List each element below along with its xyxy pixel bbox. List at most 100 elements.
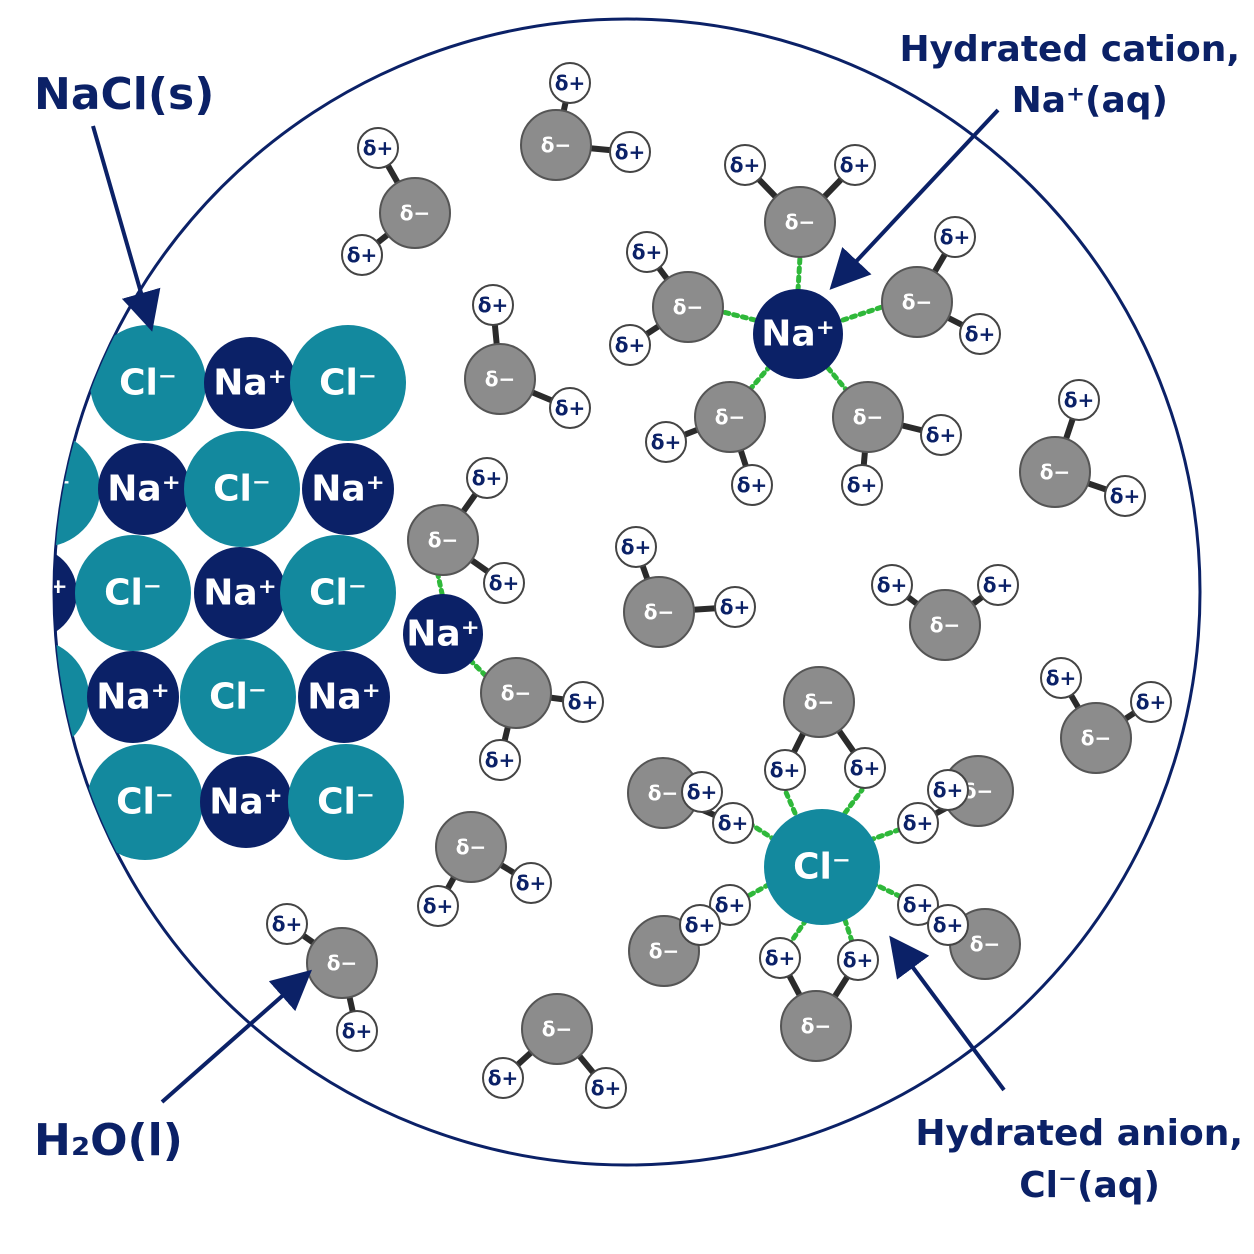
lattice-ion-cl: Cl⁻: [90, 325, 206, 441]
hydrogen-atom: [341, 234, 383, 276]
partial-positive-charge: δ+: [840, 153, 871, 177]
lattice-ion-cl: Cl⁻: [180, 639, 296, 755]
water-molecule: δ−δ+δ+: [615, 526, 756, 648]
lattice-ion-na: Na⁺: [298, 651, 390, 743]
partial-negative-charge: δ−: [400, 201, 431, 225]
partial-positive-charge: δ+: [877, 573, 908, 597]
hydrogen-atom: [466, 457, 508, 499]
sodium-ion-symbol: Na⁺: [213, 363, 286, 404]
hydrogen-atom: [927, 904, 969, 946]
hydrogen-atom: [681, 771, 723, 813]
hydrated-ions: Na⁺Na⁺Cl⁻: [403, 289, 880, 925]
partial-positive-charge: δ+: [632, 240, 663, 264]
hydrogen-atom: [472, 284, 514, 326]
lattice-edge-ion: Na⁺: [54, 547, 77, 639]
partial-positive-charge: δ+: [687, 780, 718, 804]
hydrated-anion-arrow: [889, 935, 1006, 1092]
oxygen-atom: [694, 381, 766, 453]
annotations: NaCl(s) H₂O(l) Hydrated cation, Na⁺(aq) …: [34, 29, 1243, 1206]
hydrogen-atom: [934, 216, 976, 258]
hydrogen-atom: [764, 749, 806, 791]
partial-negative-charge: δ−: [542, 1017, 573, 1041]
water-molecule: δ−δ+δ+: [341, 127, 451, 276]
water-molecule: δ−δ+δ+: [881, 216, 1001, 355]
water-arrow: [160, 969, 312, 1104]
hydrogen-atom: [417, 885, 459, 927]
chloride-ion-symbol: Cl⁻: [209, 677, 267, 718]
oxygen-atom: [1060, 702, 1132, 774]
chloride-ion-sphere: [290, 325, 406, 441]
hydrogen-atom: [834, 144, 876, 186]
hydrogen-atom: [679, 904, 721, 946]
hydrogen-atom: [897, 802, 939, 844]
ion-dipole-attraction: [840, 304, 885, 323]
chloride-ion-symbol: Cl⁻: [116, 782, 174, 823]
lattice-ion-na: Na⁺: [87, 651, 179, 743]
oxygen-atom: [764, 186, 836, 258]
water-molecule: δ−δ+δ+: [627, 757, 754, 844]
hydrogen-atom: [837, 939, 879, 981]
partial-positive-charge: δ+: [903, 893, 934, 917]
chloride-ion-sphere: [75, 535, 191, 651]
partial-positive-charge: δ+: [342, 1019, 373, 1043]
water-molecule: δ−δ+δ+: [832, 381, 962, 506]
partial-negative-charge: δ−: [673, 295, 704, 319]
partial-negative-charge: δ−: [785, 210, 816, 234]
ion-dipole-attraction: [795, 254, 803, 293]
partial-negative-charge: δ−: [801, 1014, 832, 1038]
partial-positive-charge: δ+: [478, 293, 509, 317]
ion-dipole-attraction: [749, 822, 778, 843]
partial-negative-charge: δ−: [1040, 460, 1071, 484]
water-molecule: δ−δ+δ+: [897, 884, 1021, 980]
sodium-ion-sphere: [54, 756, 89, 848]
oxygen-atom: [435, 811, 507, 883]
hydrogen-atom: [645, 421, 687, 463]
sodium-ion-sphere: [54, 337, 92, 429]
lattice-ion-cl: Cl⁻: [184, 431, 300, 547]
hydrogen-atom: [626, 231, 668, 273]
sodium-ion-symbol: Na⁺: [203, 573, 276, 614]
chloride-ion-sphere: [54, 639, 89, 755]
hydrogen-atom: [357, 127, 399, 169]
partial-negative-charge: δ−: [1081, 726, 1112, 750]
lattice-edge-ion: Cl⁻: [54, 431, 100, 547]
oxygen-atom: [379, 177, 451, 249]
hydrogen-atom: [609, 324, 651, 366]
partial-positive-charge: δ+: [423, 894, 454, 918]
partial-positive-charge: δ+: [965, 322, 996, 346]
partial-negative-charge: δ−: [327, 951, 358, 975]
hydrated-cation-label: Hydrated cation,: [899, 29, 1240, 70]
oxygen-atom: [623, 576, 695, 648]
hydrogen-atom: [724, 144, 766, 186]
partial-positive-charge: δ+: [568, 690, 599, 714]
partial-positive-charge: δ+: [1136, 690, 1167, 714]
partial-positive-charge: δ+: [615, 140, 646, 164]
partial-positive-charge: δ+: [737, 473, 768, 497]
hydrated-anion-formula: Cl⁻(aq): [1019, 1165, 1160, 1206]
hydrated-cation-formula: Na⁺(aq): [1012, 80, 1168, 121]
oxygen-atom: [783, 666, 855, 738]
water-molecule: δ−δ+δ+: [464, 284, 591, 429]
partial-positive-charge: δ+: [730, 153, 761, 177]
hydrogen-atom: [483, 562, 525, 604]
lattice-ion-na: Na⁺: [302, 443, 394, 535]
oxygen-atom: [407, 504, 479, 576]
dissolving-sodium-ion: Na⁺: [403, 594, 483, 674]
lattice-edge-ion: Na⁺: [54, 756, 89, 848]
oxygen-atom: [521, 993, 593, 1065]
ion-dipole-attraction: [842, 787, 865, 816]
partial-negative-charge: δ−: [644, 600, 675, 624]
chloride-ion-sphere: [184, 431, 300, 547]
partial-negative-charge: δ−: [649, 939, 680, 963]
oxygen-atom: [1019, 436, 1091, 508]
partial-negative-charge: δ−: [428, 528, 459, 552]
water-molecule: δ− δ+ δ+: [724, 144, 876, 258]
partial-positive-charge: δ+: [715, 893, 746, 917]
partial-negative-charge: δ−: [804, 690, 835, 714]
partial-positive-charge: δ+: [933, 913, 964, 937]
ion-dipole-attraction: [720, 309, 758, 323]
partial-negative-charge: δ−: [648, 781, 679, 805]
partial-positive-charge: δ+: [1046, 666, 1077, 690]
nacl-crystal-lattice: Na⁺Cl⁻Na⁺Cl⁻Cl⁻Na⁺Cl⁻Na⁺Na⁺Cl⁻Na⁺Cl⁻Cl⁻N…: [54, 325, 406, 860]
